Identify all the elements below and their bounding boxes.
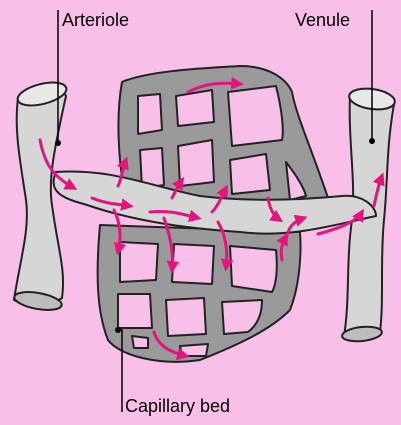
capillary-bed-dot	[115, 327, 121, 333]
venule-dot	[369, 138, 375, 144]
arteriole-label: Arteriole	[62, 11, 129, 29]
capillary-bed-label: Capillary bed	[125, 397, 230, 415]
arteriole-dot	[55, 140, 61, 146]
venule-label: Venule	[295, 11, 350, 29]
